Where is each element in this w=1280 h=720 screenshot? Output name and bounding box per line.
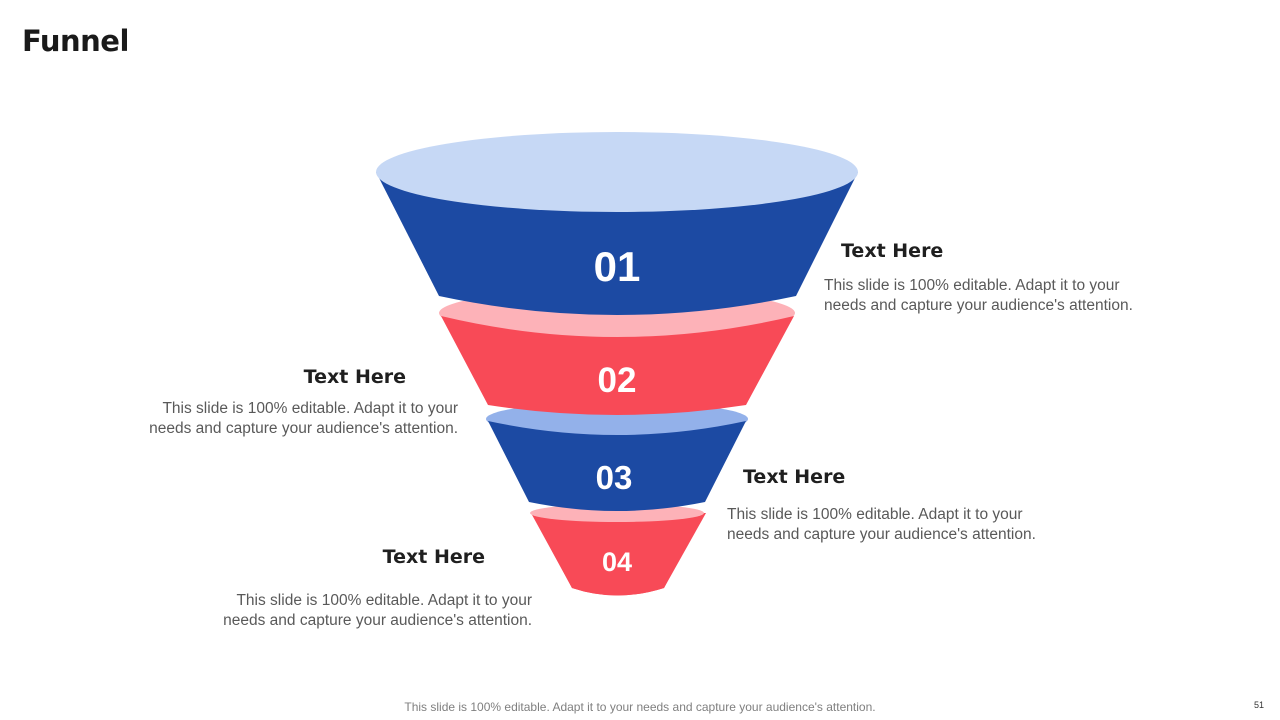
stage-1-callout: Text Here This slide is 100% editable. A…: [824, 240, 1154, 315]
stage-2-callout: Text Here This slide is 100% editable. A…: [128, 366, 458, 438]
stage-2-description: This slide is 100% editable. Adapt it to…: [149, 400, 458, 437]
page-number: 51: [1253, 700, 1264, 710]
stage-3-description: This slide is 100% editable. Adapt it to…: [727, 506, 1036, 543]
funnel-stage-1-rim: [376, 132, 858, 212]
stage-3-heading: Text Here: [743, 466, 846, 488]
stage-4-heading: Text Here: [382, 546, 485, 568]
funnel-stage-3-body: [488, 421, 746, 511]
funnel-stage-2-body: [441, 316, 794, 415]
stage-4-description: This slide is 100% editable. Adapt it to…: [223, 592, 532, 629]
stage-2-heading: Text Here: [303, 366, 406, 388]
stage-3-callout: Text Here This slide is 100% editable. A…: [727, 466, 1057, 544]
stage-1-heading: Text Here: [841, 240, 944, 262]
funnel-stage-4-face: [535, 519, 699, 596]
stage-4-callout: Text Here This slide is 100% editable. A…: [202, 546, 532, 630]
stage-number-2: 02: [598, 361, 637, 400]
footer-note: This slide is 100% editable. Adapt it to…: [404, 700, 876, 714]
slide-title: Funnel: [22, 24, 129, 58]
stage-number-1: 01: [594, 243, 641, 290]
stage-number-4: 04: [602, 547, 632, 577]
funnel-stage-1-body: [376, 172, 858, 315]
stage-number-3: 03: [596, 459, 633, 496]
stage-1-description: This slide is 100% editable. Adapt it to…: [824, 277, 1133, 314]
